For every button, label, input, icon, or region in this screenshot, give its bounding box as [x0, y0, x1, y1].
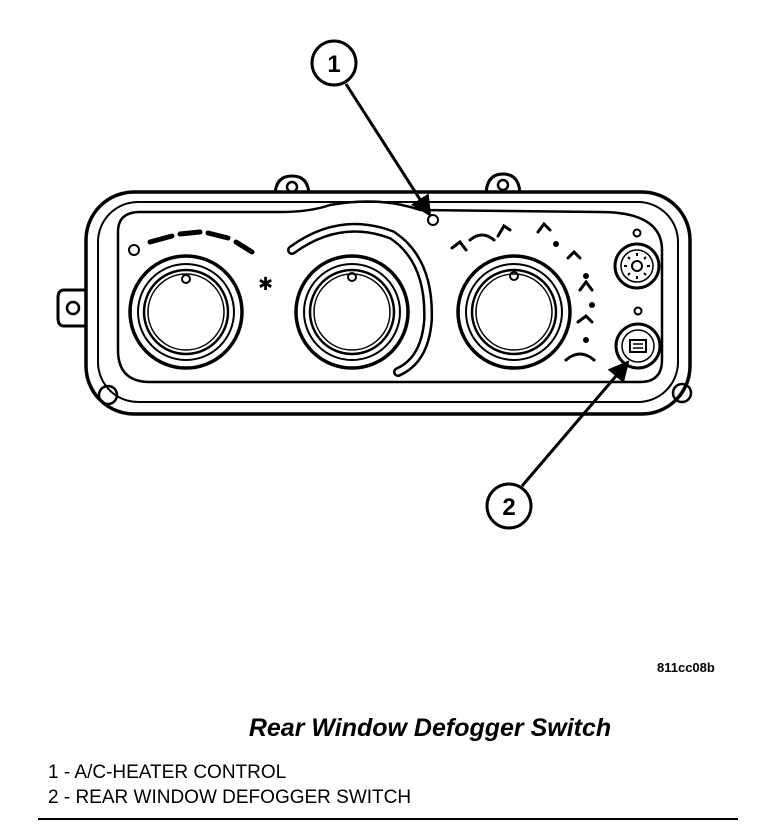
figure-caption: Rear Window Defogger Switch — [248, 714, 612, 742]
legend-item: 1 - A/C-HEATER CONTROL — [48, 762, 287, 783]
figure-id: 811cc08b — [657, 660, 715, 675]
side-mount-tab — [56, 288, 86, 328]
bottom-rule — [38, 818, 738, 820]
temperature-knob-bezel — [294, 254, 410, 370]
callout-1: 1 — [310, 39, 358, 87]
ac-indicator-light — [427, 214, 439, 226]
control-panel: ✱ — [56, 172, 693, 416]
mode-knob-bezel — [456, 254, 572, 370]
leader-arrow-1 — [344, 83, 432, 217]
svg-text:✱: ✱ — [258, 274, 273, 295]
legend-item: 2 - REAR WINDOW DEFOGGER SWITCH — [48, 787, 412, 808]
legend: 1 - A/C-HEATER CONTROL 2 - REAR WINDOW D… — [48, 760, 411, 810]
ac-button — [613, 242, 661, 290]
callout-2: 2 — [485, 482, 533, 530]
leader-arrow-2 — [520, 360, 630, 487]
rear-defogger-button — [614, 322, 662, 370]
callout-2-number: 2 — [502, 494, 515, 521]
fan-knob-bezel — [128, 254, 244, 370]
callout-1-number: 1 — [327, 51, 340, 78]
